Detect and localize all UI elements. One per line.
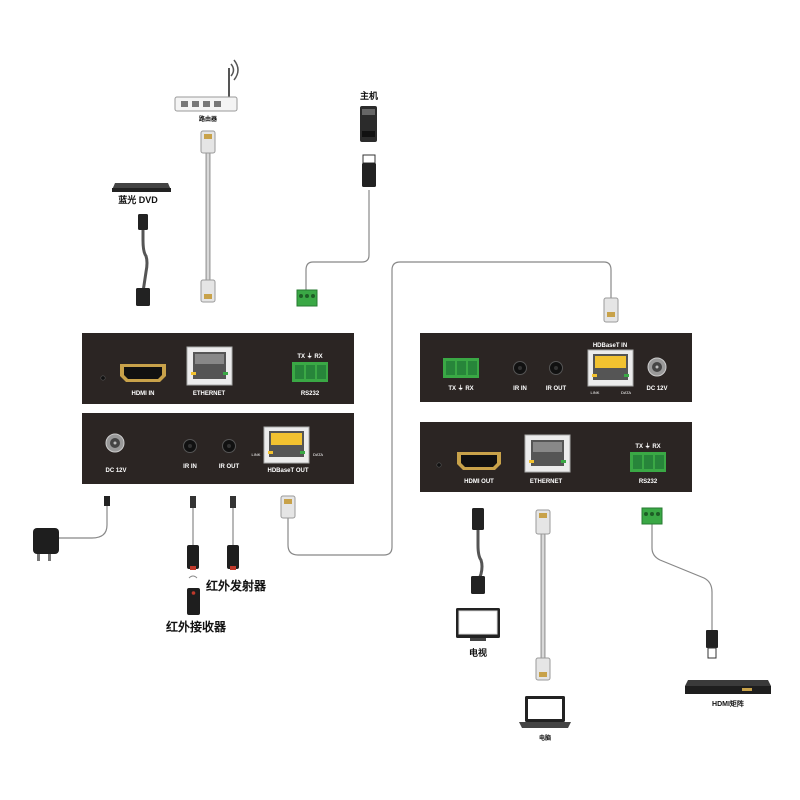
- router-device: 路由器: [174, 59, 239, 123]
- bluray-label: 蓝光 DVD: [118, 194, 158, 205]
- tx-hdmi-in-port[interactable]: [120, 364, 166, 382]
- bluray-hdmi-cable: [141, 226, 149, 294]
- tx-dc-port[interactable]: [105, 433, 125, 453]
- hdbaset-link-cable: [287, 261, 612, 556]
- ir-transmitter-label: 红外发射器: [206, 578, 267, 593]
- rx-back-rs232-pins-label: TX ⏚ RX: [448, 385, 473, 392]
- tx-ethernet-port[interactable]: [186, 346, 233, 386]
- tx-ir-in-port[interactable]: [183, 439, 197, 453]
- rx-ir-in-label: IR IN: [513, 386, 527, 392]
- rx-hdbaset-in-port[interactable]: [587, 349, 634, 387]
- wifi-icon: [230, 63, 235, 77]
- rx-dc-label: DC 12V: [646, 386, 667, 392]
- rx-ethernet-plug: [535, 509, 551, 681]
- tx-led-data-label: DATA: [313, 452, 323, 457]
- tv-hdmi-cable: [476, 528, 484, 584]
- rx-front-rs232-pins-label: TX ⏚ RX: [635, 443, 660, 450]
- bluray-device: 蓝光 DVD: [112, 183, 171, 306]
- laptop-device: 电脑: [519, 696, 571, 742]
- tx-rs232-label: RS232: [301, 391, 320, 397]
- tx-rs232-terminal[interactable]: [292, 362, 328, 382]
- ir-receiver-label: 红外接收器: [166, 619, 227, 634]
- transmitter-front-panel: HDMI IN ETHERNET TX ⏚ RX RS232: [82, 333, 354, 404]
- rx-rs232-green-plug: [641, 507, 663, 525]
- tx-front-led: [100, 375, 106, 381]
- tv-label: 电视: [469, 647, 487, 658]
- power-adapter-cable: [55, 500, 108, 539]
- rx-ir-in-port[interactable]: [513, 361, 527, 375]
- tv-device: 电视: [456, 608, 500, 658]
- ir-transmitter-device: 红外发射器: [206, 496, 267, 593]
- rx-ir-out-label: IR OUT: [546, 386, 567, 392]
- tx-hdbaset-out-port[interactable]: [263, 426, 310, 464]
- tx-hdbaset-out-label: HDBaseT OUT: [267, 468, 308, 474]
- tx-ethernet-plug: [200, 279, 216, 303]
- matrix-label: HDMI矩阵: [712, 699, 744, 708]
- tx-hdbaset-plug: [280, 495, 296, 519]
- rx-hdmi-plug: [471, 508, 485, 594]
- tx-hdmi-in-label: HDMI IN: [132, 391, 155, 397]
- rx-rs232-terminal-front[interactable]: [630, 452, 666, 472]
- ir-signal-icon: [188, 575, 198, 579]
- rx-ethernet-port[interactable]: [524, 434, 571, 473]
- rx-led-link-label: LINK: [591, 390, 600, 395]
- receiver-back-panel: TX ⏚ RX IR IN IR OUT HDBaseT IN LINK DAT…: [420, 333, 692, 402]
- rx-hdmi-out-label: HDMI OUT: [464, 479, 494, 485]
- ir-receiver-device: 红外接收器: [166, 496, 227, 634]
- rx-dc-port[interactable]: [647, 357, 667, 377]
- tx-dc-label: DC 12V: [105, 468, 126, 474]
- receiver-front-panel: HDMI OUT ETHERNET TX ⏚ RX RS232: [420, 422, 692, 492]
- host-rs232-cable: [305, 190, 370, 292]
- tx-ir-out-port[interactable]: [222, 439, 236, 453]
- tx-led-link-label: LINK: [252, 452, 261, 457]
- rx-ethernet-label: ETHERNET: [530, 479, 563, 485]
- rx-hdbaset-plug: [603, 297, 619, 323]
- rx-hdbaset-in-label: HDBaseT IN: [593, 343, 627, 349]
- router-rj45-plug: [200, 130, 216, 154]
- tx-rs232-green-plug: [296, 289, 318, 307]
- tx-ethernet-label: ETHERNET: [193, 391, 226, 397]
- rx-rs232-label: RS232: [639, 479, 658, 485]
- rx-rs232-terminal-back[interactable]: [443, 358, 479, 378]
- rx-ir-out-port[interactable]: [549, 361, 563, 375]
- transmitter-back-panel: DC 12V IR IN IR OUT LINK DATA HDBaseT OU…: [82, 413, 354, 484]
- router-label: 路由器: [199, 115, 218, 123]
- rx-hdmi-out-port[interactable]: [457, 452, 501, 470]
- rx-led-data-label: DATA: [621, 390, 631, 395]
- power-adapter: [33, 496, 110, 561]
- tx-rs232-pins-label: TX ⏚ RX: [297, 353, 322, 360]
- laptop-label: 电脑: [539, 734, 551, 742]
- host-pc-device: 主机: [360, 90, 378, 187]
- tx-ir-out-label: IR OUT: [219, 464, 240, 470]
- hdmi-matrix-device: HDMI矩阵: [685, 630, 771, 708]
- tx-ir-in-label: IR IN: [183, 464, 197, 470]
- matrix-rs232-cable: [651, 520, 713, 630]
- rx-front-led: [436, 462, 442, 468]
- host-label: 主机: [360, 90, 378, 101]
